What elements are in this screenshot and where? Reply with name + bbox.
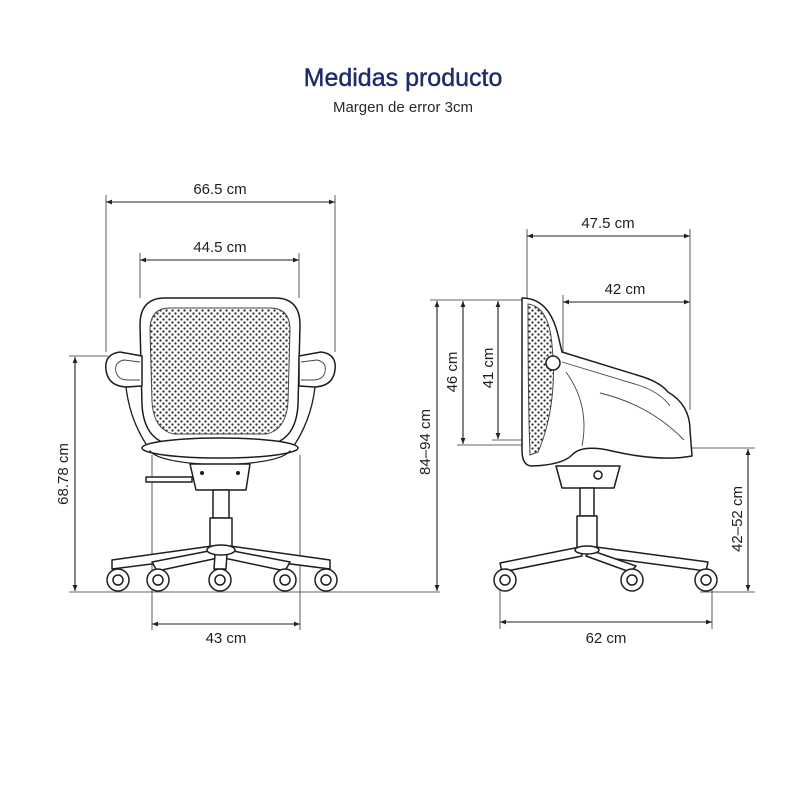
side-mechanism <box>555 465 621 489</box>
side-seat-depth-label: 42 cm <box>605 281 646 298</box>
front-armrest-left <box>105 351 143 388</box>
front-backrest-mesh <box>149 307 291 435</box>
front-gas-cylinder-upper <box>212 489 230 519</box>
caster-hub <box>499 574 511 586</box>
caster-hub <box>214 574 226 586</box>
front-armrest-height-label: 68.78 cm <box>55 443 72 505</box>
side-base-width-label: 62 cm <box>586 630 627 647</box>
front-backrest-width-label: 44.5 cm <box>193 239 246 256</box>
side-overall-depth-label: 47.5 cm <box>581 215 634 232</box>
front-seat <box>141 437 299 459</box>
side-leg-back <box>499 546 583 573</box>
page-title: Medidas producto <box>304 64 503 92</box>
side-shell-outline <box>521 297 693 467</box>
caster-hub <box>626 574 638 586</box>
front-mechanism-bolt-right <box>236 471 240 475</box>
side-caster-middle <box>620 568 644 592</box>
front-caster-right <box>273 568 297 592</box>
side-tension-knob <box>593 470 603 480</box>
front-overall-width-label: 66.5 cm <box>193 181 246 198</box>
front-caster-center <box>208 568 232 592</box>
caster-hub <box>112 574 124 586</box>
side-backrest-height-label: 46 cm <box>444 352 461 393</box>
front-seat-width-label: 43 cm <box>206 630 247 647</box>
front-caster-far-left <box>106 568 130 592</box>
page-subtitle: Margen de error 3cm <box>333 99 473 116</box>
front-armrest-right-inner <box>300 359 326 381</box>
front-height-lever <box>145 476 193 483</box>
side-gas-cylinder-upper <box>579 487 595 517</box>
front-base-hub <box>206 544 236 556</box>
front-mechanism-bolt-left <box>200 471 204 475</box>
side-base-hub <box>574 545 600 555</box>
side-armrest-inner-line <box>561 361 671 407</box>
front-caster-left <box>146 568 170 592</box>
front-mechanism <box>189 463 251 491</box>
side-seat-front-contour <box>599 392 685 441</box>
side-overall-height-label: 84–94 cm <box>417 409 434 475</box>
side-backrest-inner-height-label: 41 cm <box>480 348 497 389</box>
side-armrest-knob <box>545 355 561 371</box>
front-armrest-left-inner <box>115 359 141 381</box>
caster-hub <box>320 574 332 586</box>
front-caster-far-right <box>314 568 338 592</box>
side-gas-cylinder-lower <box>576 515 598 549</box>
front-leg-center <box>213 553 228 570</box>
front-view: 66.5 cm 44.5 cm 68.78 cm 43 cm <box>55 181 440 647</box>
caster-hub <box>700 574 712 586</box>
side-caster-front <box>694 568 718 592</box>
caster-hub <box>279 574 291 586</box>
side-caster-back <box>493 568 517 592</box>
side-shell-contour <box>565 371 585 447</box>
side-view: 84–94 cm 46 cm 41 cm 47.5 cm 42 cm 42–52… <box>417 215 755 647</box>
side-seat-height-label: 42–52 cm <box>729 486 746 552</box>
side-backrest-mesh <box>527 303 554 456</box>
front-gas-cylinder-lower <box>209 517 233 549</box>
front-armrest-right <box>298 351 336 388</box>
caster-hub <box>152 574 164 586</box>
